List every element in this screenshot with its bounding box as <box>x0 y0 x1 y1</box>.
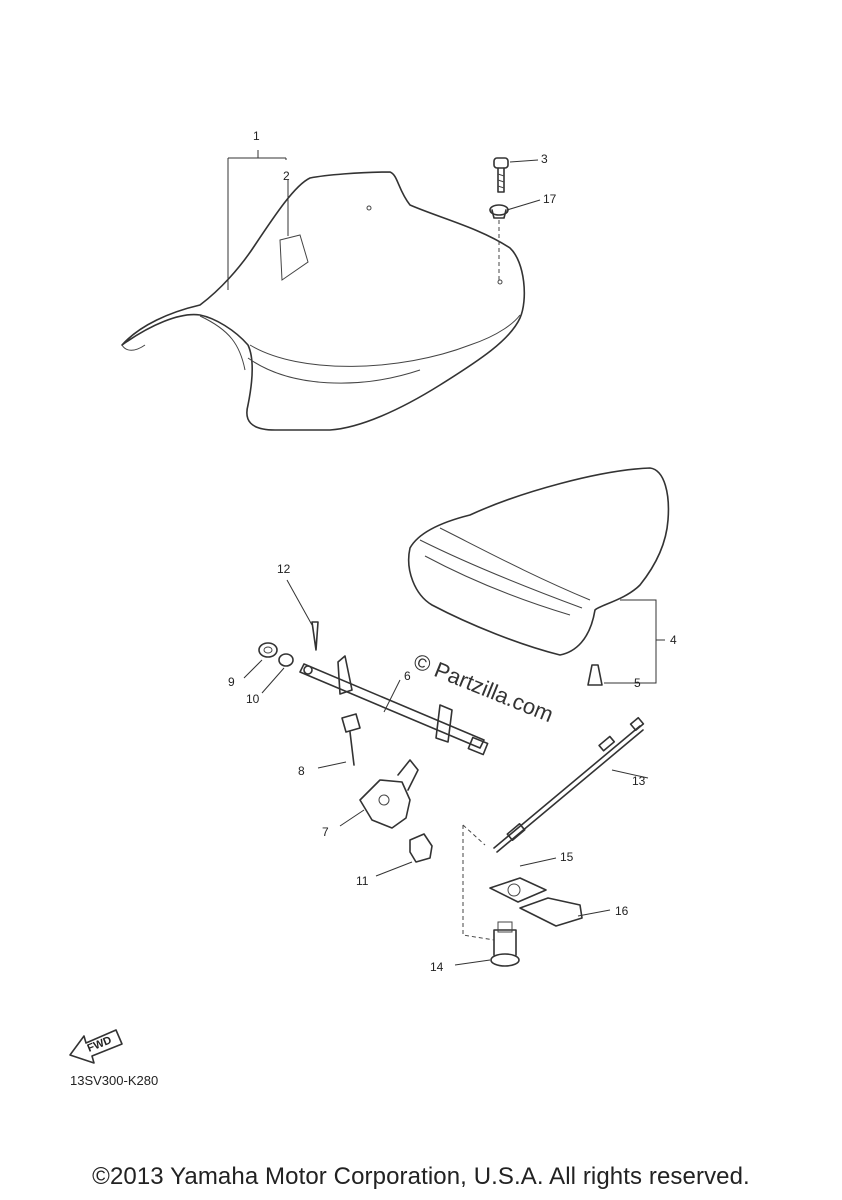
callout-4: 4 <box>670 633 677 647</box>
bolt-8 <box>341 713 361 766</box>
bracket-16 <box>519 897 583 927</box>
callout-11: 11 <box>356 874 369 888</box>
callout-3: 3 <box>541 152 548 166</box>
diagram-code: 13SV300-K280 <box>70 1073 159 1088</box>
callout-15: 15 <box>560 850 574 864</box>
copyright-notice: ©2013 Yamaha Motor Corporation, U.S.A. A… <box>92 1163 750 1190</box>
fwd-label: FWD <box>86 1034 114 1055</box>
callout-2: 2 <box>283 169 290 183</box>
callout-13: 13 <box>632 774 646 788</box>
lever-7 <box>359 759 419 829</box>
callout-17: 17 <box>543 192 557 206</box>
washer-17 <box>489 204 509 219</box>
rider-seat <box>121 171 526 431</box>
watermark: © Partzilla.com <box>410 648 557 727</box>
callout-9: 9 <box>228 675 235 689</box>
key-lock-14 <box>490 921 520 967</box>
lock-shaft <box>299 621 489 756</box>
callout-16: 16 <box>615 904 629 918</box>
callout-8: 8 <box>298 764 305 778</box>
fwd-arrow-icon: FWD <box>69 1029 123 1064</box>
callout-10: 10 <box>246 692 260 706</box>
bolt-3 <box>493 157 509 193</box>
callout-14: 14 <box>430 960 444 974</box>
bracket-15 <box>489 877 547 903</box>
washer-10 <box>278 653 294 667</box>
passenger-seat <box>408 467 670 686</box>
collar-9 <box>258 642 278 658</box>
callout-6: 6 <box>404 669 411 683</box>
callout-12: 12 <box>277 562 291 576</box>
callout-1: 1 <box>253 129 260 143</box>
callout-5: 5 <box>634 676 641 690</box>
callout-7: 7 <box>322 825 329 839</box>
clip-11 <box>409 833 433 863</box>
cable-13 <box>493 716 645 853</box>
